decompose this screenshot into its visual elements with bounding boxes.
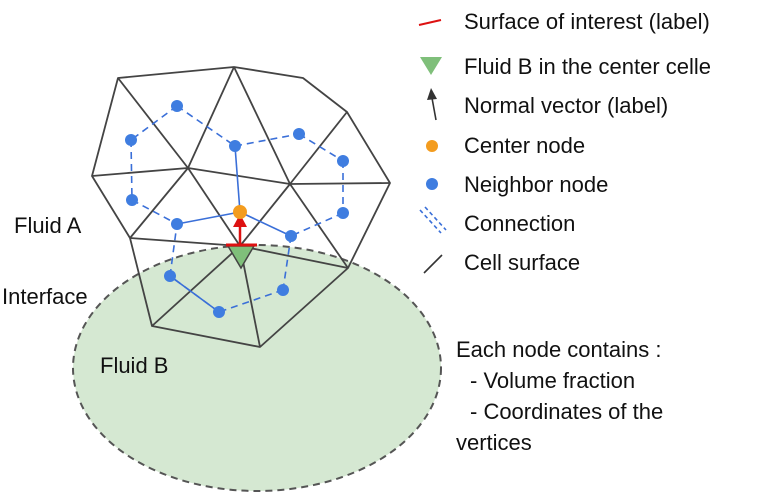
arrow-icon xyxy=(431,97,437,121)
fluid-a-label: Fluid A xyxy=(14,213,82,238)
orange-dot-icon xyxy=(426,140,438,152)
neighbor-node xyxy=(229,140,241,152)
note-item: - Coordinates of the xyxy=(470,399,664,424)
neighbor-node xyxy=(277,284,289,296)
legend-label-connection: Connection xyxy=(464,211,576,236)
node-contents-note: Each node contains : - Volume fraction -… xyxy=(456,334,663,458)
center-connections xyxy=(169,145,292,313)
normal-vector-head xyxy=(233,214,247,227)
legend-label-neighbor-node: Neighbor node xyxy=(464,172,609,197)
legend-label-surface: Surface of interest (label) xyxy=(464,9,710,34)
connections xyxy=(130,105,344,313)
legend-label-center-node: Center node xyxy=(464,133,586,158)
legend-label-cell-surface: Cell surface xyxy=(464,250,581,275)
cell-surfaces xyxy=(91,66,391,348)
neighbor-node xyxy=(337,207,349,219)
center-node xyxy=(233,205,247,219)
neighbor-node xyxy=(171,218,183,230)
note-heading: Each node contains : xyxy=(456,337,662,362)
dashed-double-line-icon xyxy=(419,206,447,234)
neighbor-node xyxy=(293,128,305,140)
arrow-icon-head xyxy=(427,88,437,100)
legend-label-fluid-b: Fluid B in the center celle xyxy=(464,54,712,79)
neighbor-nodes xyxy=(125,100,349,318)
legend-label-normal: Normal vector (label) xyxy=(464,93,669,118)
black-line-icon xyxy=(423,254,443,274)
neighbor-node xyxy=(285,230,297,242)
neighbor-node xyxy=(171,100,183,112)
green-triangle-icon xyxy=(420,57,442,75)
note-item: - Volume fraction xyxy=(470,368,636,393)
neighbor-node xyxy=(125,134,137,146)
neighbor-node xyxy=(337,155,349,167)
neighbor-node xyxy=(164,270,176,282)
fluid-b-region xyxy=(72,244,442,492)
fluid-b-label: Fluid B xyxy=(100,353,169,378)
neighbor-node xyxy=(213,306,225,318)
neighbor-node xyxy=(126,194,138,206)
note-item: vertices xyxy=(456,430,532,455)
legend-icons xyxy=(418,19,447,274)
red-line-icon xyxy=(418,19,442,26)
interface-label: Interface xyxy=(2,284,88,309)
blue-dot-icon xyxy=(426,178,438,190)
